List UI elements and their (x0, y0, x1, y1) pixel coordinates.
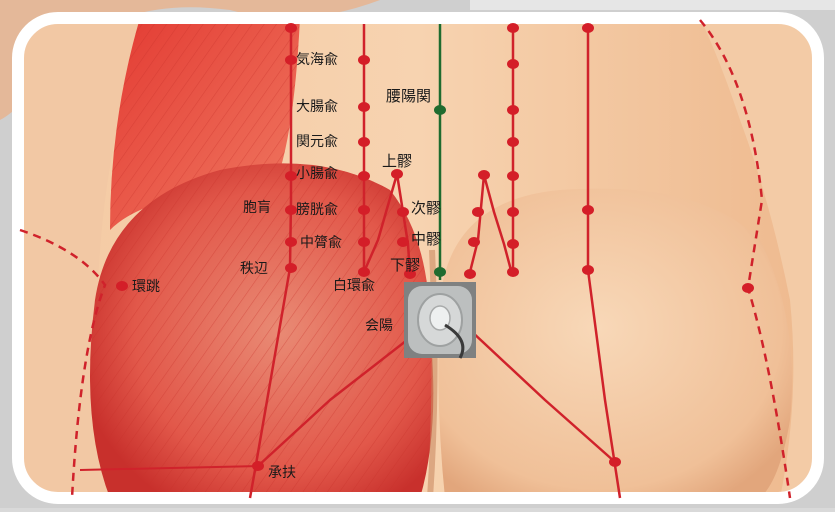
acupoint-inner-left-6 (358, 267, 370, 277)
acupoint-inner-right-6 (507, 239, 519, 249)
acupoint-inner-left-0 (358, 55, 370, 65)
acupoint-chengfu-right (609, 457, 621, 467)
acupoint-inner-right-3 (507, 137, 519, 147)
label-guanyuanshu: 関元兪 (296, 134, 338, 150)
acupoint-inner-right-0 (507, 23, 519, 33)
acupoint-zhongliao-right (468, 237, 480, 247)
acupoint-outer-right-1 (582, 205, 594, 215)
electrode-pad-icon (404, 282, 476, 358)
acupoint-inner-left-4 (358, 205, 370, 215)
acupoint-inner-right-5 (507, 207, 519, 217)
acupoint-inner-right-1 (507, 59, 519, 69)
acupoint-outer-right-2 (582, 265, 594, 275)
acupoint-huantiao (116, 281, 128, 291)
acupoint-inner-left-3 (358, 171, 370, 181)
label-yaoyangguan: 腰陽関 (386, 88, 431, 104)
acupoint-ciliao-left (397, 207, 409, 217)
label-shangliao: 上髎 (382, 153, 412, 169)
acupoint-inner-left-1 (358, 102, 370, 112)
acupoint-outer-left-4 (285, 237, 297, 247)
acupoint-zhongliao-left (397, 237, 409, 247)
label-baohuang: 胞肓 (243, 200, 271, 216)
label-ciliao: 次髎 (411, 200, 441, 216)
acupoint-xialiao-right (464, 269, 476, 279)
acupoint-inner-right-7 (507, 267, 519, 277)
acupoint-inner-left-5 (358, 237, 370, 247)
label-huantiao: 環跳 (132, 279, 160, 295)
label-dachangshu: 大腸兪 (296, 99, 338, 115)
acupoint-outer-left-0 (285, 23, 297, 33)
label-xiaochangshu: 小腸兪 (296, 166, 338, 182)
acupoint-governor-lower (434, 267, 446, 277)
label-chengfu: 承扶 (268, 465, 296, 481)
label-zhonglushu: 中膂兪 (300, 235, 342, 251)
label-zhibian: 秩辺 (240, 261, 268, 277)
acupoint-yaoyangguan (434, 105, 446, 115)
acupoint-chengfu-left (252, 461, 264, 471)
acupoint-inner-right-2 (507, 105, 519, 115)
label-qihaishu: 気海兪 (296, 52, 338, 68)
acupoint-shangliao-left (391, 169, 403, 179)
label-xialiao: 下髎 (390, 257, 420, 273)
label-huiyang: 会陽 (365, 318, 393, 334)
acupoint-inner-left-2 (358, 137, 370, 147)
acupoint-inner-right-4 (507, 171, 519, 181)
acupoint-outer-right-0 (582, 23, 594, 33)
label-baihuanshu: 白環兪 (333, 278, 375, 294)
acupoint-outer-left-5 (285, 263, 297, 273)
label-pangguangshu: 膀胱兪 (296, 202, 338, 218)
acupoint-huantiao-right (742, 283, 754, 293)
acupoint-ciliao-right (472, 207, 484, 217)
label-zhongliao: 中髎 (411, 231, 441, 247)
acupoint-shangliao-right (478, 170, 490, 180)
